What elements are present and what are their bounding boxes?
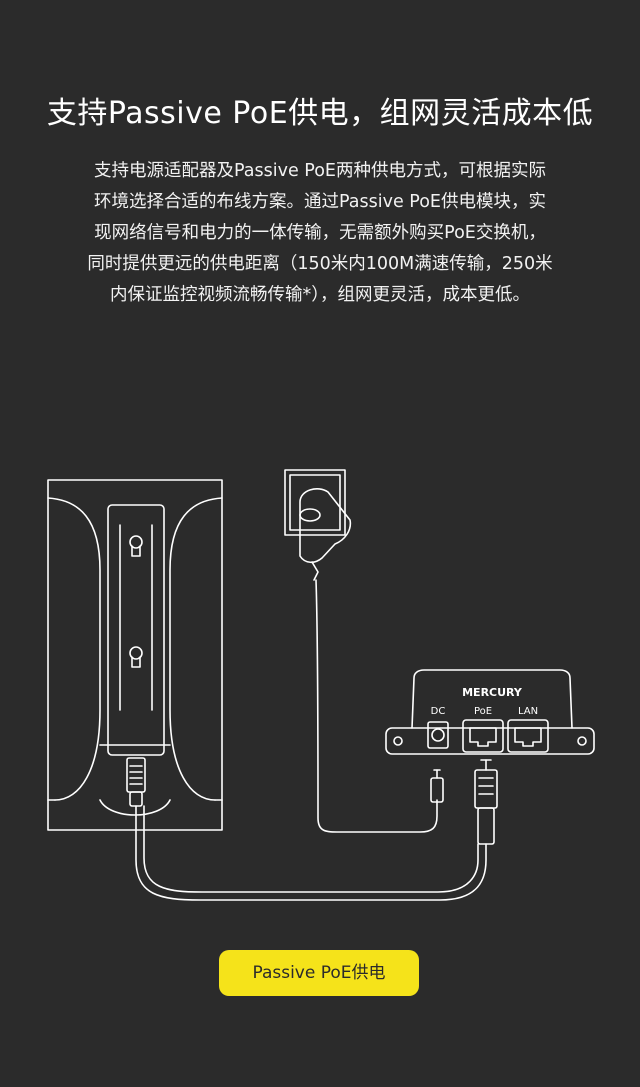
description-line: 环境选择合适的布线方案。通过Passive PoE供电模块，实 bbox=[94, 192, 546, 212]
access-point-illustration bbox=[47, 479, 223, 831]
port-label-lan: LAN bbox=[518, 706, 538, 717]
power-adapter-illustration bbox=[284, 469, 352, 581]
passive-poe-badge: Passive PoE供电 bbox=[219, 950, 419, 996]
description-line: 支持电源适配器及Passive PoE两种供电方式，可根据实际 bbox=[94, 161, 546, 181]
poe-injector-illustration bbox=[385, 669, 595, 755]
description-line: 同时提供更远的供电距离（150米内100M满速传输，250米 bbox=[87, 254, 553, 274]
port-label-dc: DC bbox=[431, 706, 446, 717]
description: 支持电源适配器及Passive PoE两种供电方式，可根据实际 环境选择合适的布… bbox=[42, 156, 598, 311]
brand-logo: MERCURY bbox=[462, 686, 523, 699]
ethernet-cable bbox=[135, 805, 487, 901]
poe-wiring-diagram: MERCURY DC PoE LAN bbox=[47, 469, 595, 901]
dc-cable bbox=[315, 579, 438, 833]
page-title: 支持Passive PoE供电，组网灵活成本低 bbox=[46, 96, 594, 131]
description-line: 内保证监控视频流畅传输*），组网更灵活，成本更低。 bbox=[110, 285, 530, 305]
port-label-poe: PoE bbox=[474, 706, 492, 717]
description-line: 现网络信号和电力的一体传输，无需额外购买PoE交换机， bbox=[94, 223, 546, 243]
